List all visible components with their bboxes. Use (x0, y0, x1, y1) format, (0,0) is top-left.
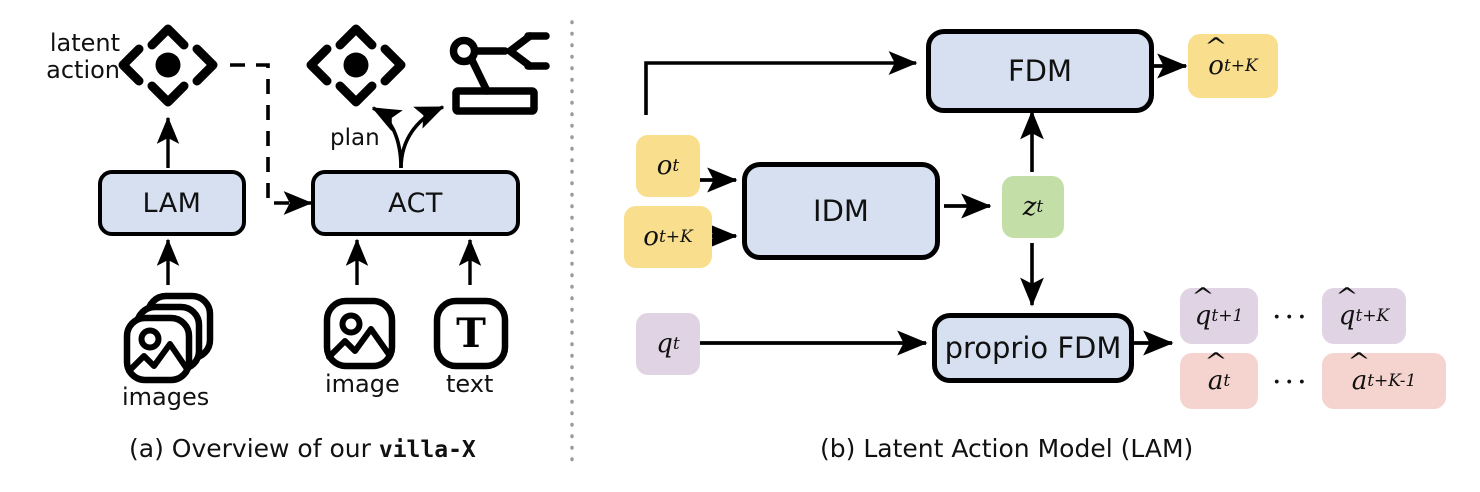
chip-a-hat-t-base: a (1208, 366, 1224, 396)
chip-o-hat-t-plus-k-sub: t+K (1223, 56, 1258, 76)
chip-o-hat-t-plus-k: ot+K (1188, 34, 1278, 98)
chip-q-hat-t-plus-1: qt+1 (1180, 288, 1258, 344)
chip-o-t-base: o (656, 151, 673, 181)
caption-panel-a-prefix: (a) Overview of our (129, 434, 379, 463)
node-idm[interactable]: IDM (742, 162, 940, 260)
latent-action-label-line2: action (46, 55, 120, 84)
images-icon (123, 292, 214, 384)
images-label: images (122, 383, 210, 411)
chip-o-t-plus-k-sub: t+K (658, 227, 693, 247)
text-icon (433, 297, 509, 370)
chip-q-t-sub: t (672, 334, 680, 354)
robot-arm-joint (449, 36, 479, 66)
chip-q-hat-t-plus-k-base: q (1339, 301, 1356, 331)
text-icon-glyph: T (456, 310, 486, 357)
plan-arrow-right (399, 105, 445, 169)
chip-z-t-base: z (1022, 192, 1037, 222)
chip-q-hat-t-plus-k-sub: t+K (1355, 306, 1390, 326)
chip-o-t-plus-k-base: o (643, 222, 659, 252)
chip-a-hat-t-plus-k-1-base: a (1352, 366, 1368, 396)
chip-a-hat-t-sub: t (1223, 371, 1231, 391)
node-act[interactable]: ACT (311, 170, 520, 236)
arrow-ot-to-fdm (644, 51, 918, 115)
dashed-arrow-lam-to-act (230, 63, 313, 215)
image-label: image (325, 370, 400, 398)
node-proprio-fdm[interactable]: proprio FDM (932, 313, 1134, 383)
ellipsis-q-row: ··· (1272, 300, 1310, 335)
caption-panel-a-mono: villa-X (378, 437, 476, 463)
chip-q-hat-t-plus-1-base: q (1195, 301, 1212, 331)
latent-action-dot-act (343, 52, 369, 78)
chip-o-t-sub: t (672, 156, 680, 176)
latent-action-dot-lam (155, 52, 181, 78)
chip-a-hat-t-plus-k-1: at+K-1 (1322, 353, 1446, 409)
node-fdm[interactable]: FDM (926, 29, 1154, 113)
ellipsis-a-row: ··· (1272, 365, 1310, 400)
latent-action-label: latent action (28, 30, 120, 84)
chip-q-hat-t-plus-1-sub: t+1 (1211, 306, 1244, 326)
plan-label: plan (330, 125, 380, 151)
chip-a-hat-t: at (1180, 353, 1258, 409)
image-icon (323, 297, 396, 370)
node-lam[interactable]: LAM (98, 170, 246, 236)
text-label: text (446, 370, 494, 398)
chip-o-hat-t-plus-k-base: o (1208, 51, 1224, 81)
robot-arm-icon (452, 32, 550, 115)
latent-action-icon-lam (118, 24, 218, 107)
chip-a-hat-t-plus-k-1-sub: t+K-1 (1367, 371, 1417, 391)
chip-q-hat-t-plus-k: qt+K (1322, 288, 1406, 344)
caption-panel-a: (a) Overview of our villa-X (129, 434, 476, 463)
latent-action-icon-act (306, 24, 406, 107)
chip-z-t-sub: t (1036, 197, 1044, 217)
chip-q-t-base: q (656, 329, 673, 359)
latent-action-label-line1: latent (49, 29, 120, 57)
caption-panel-b: (b) Latent Action Model (LAM) (820, 434, 1194, 463)
